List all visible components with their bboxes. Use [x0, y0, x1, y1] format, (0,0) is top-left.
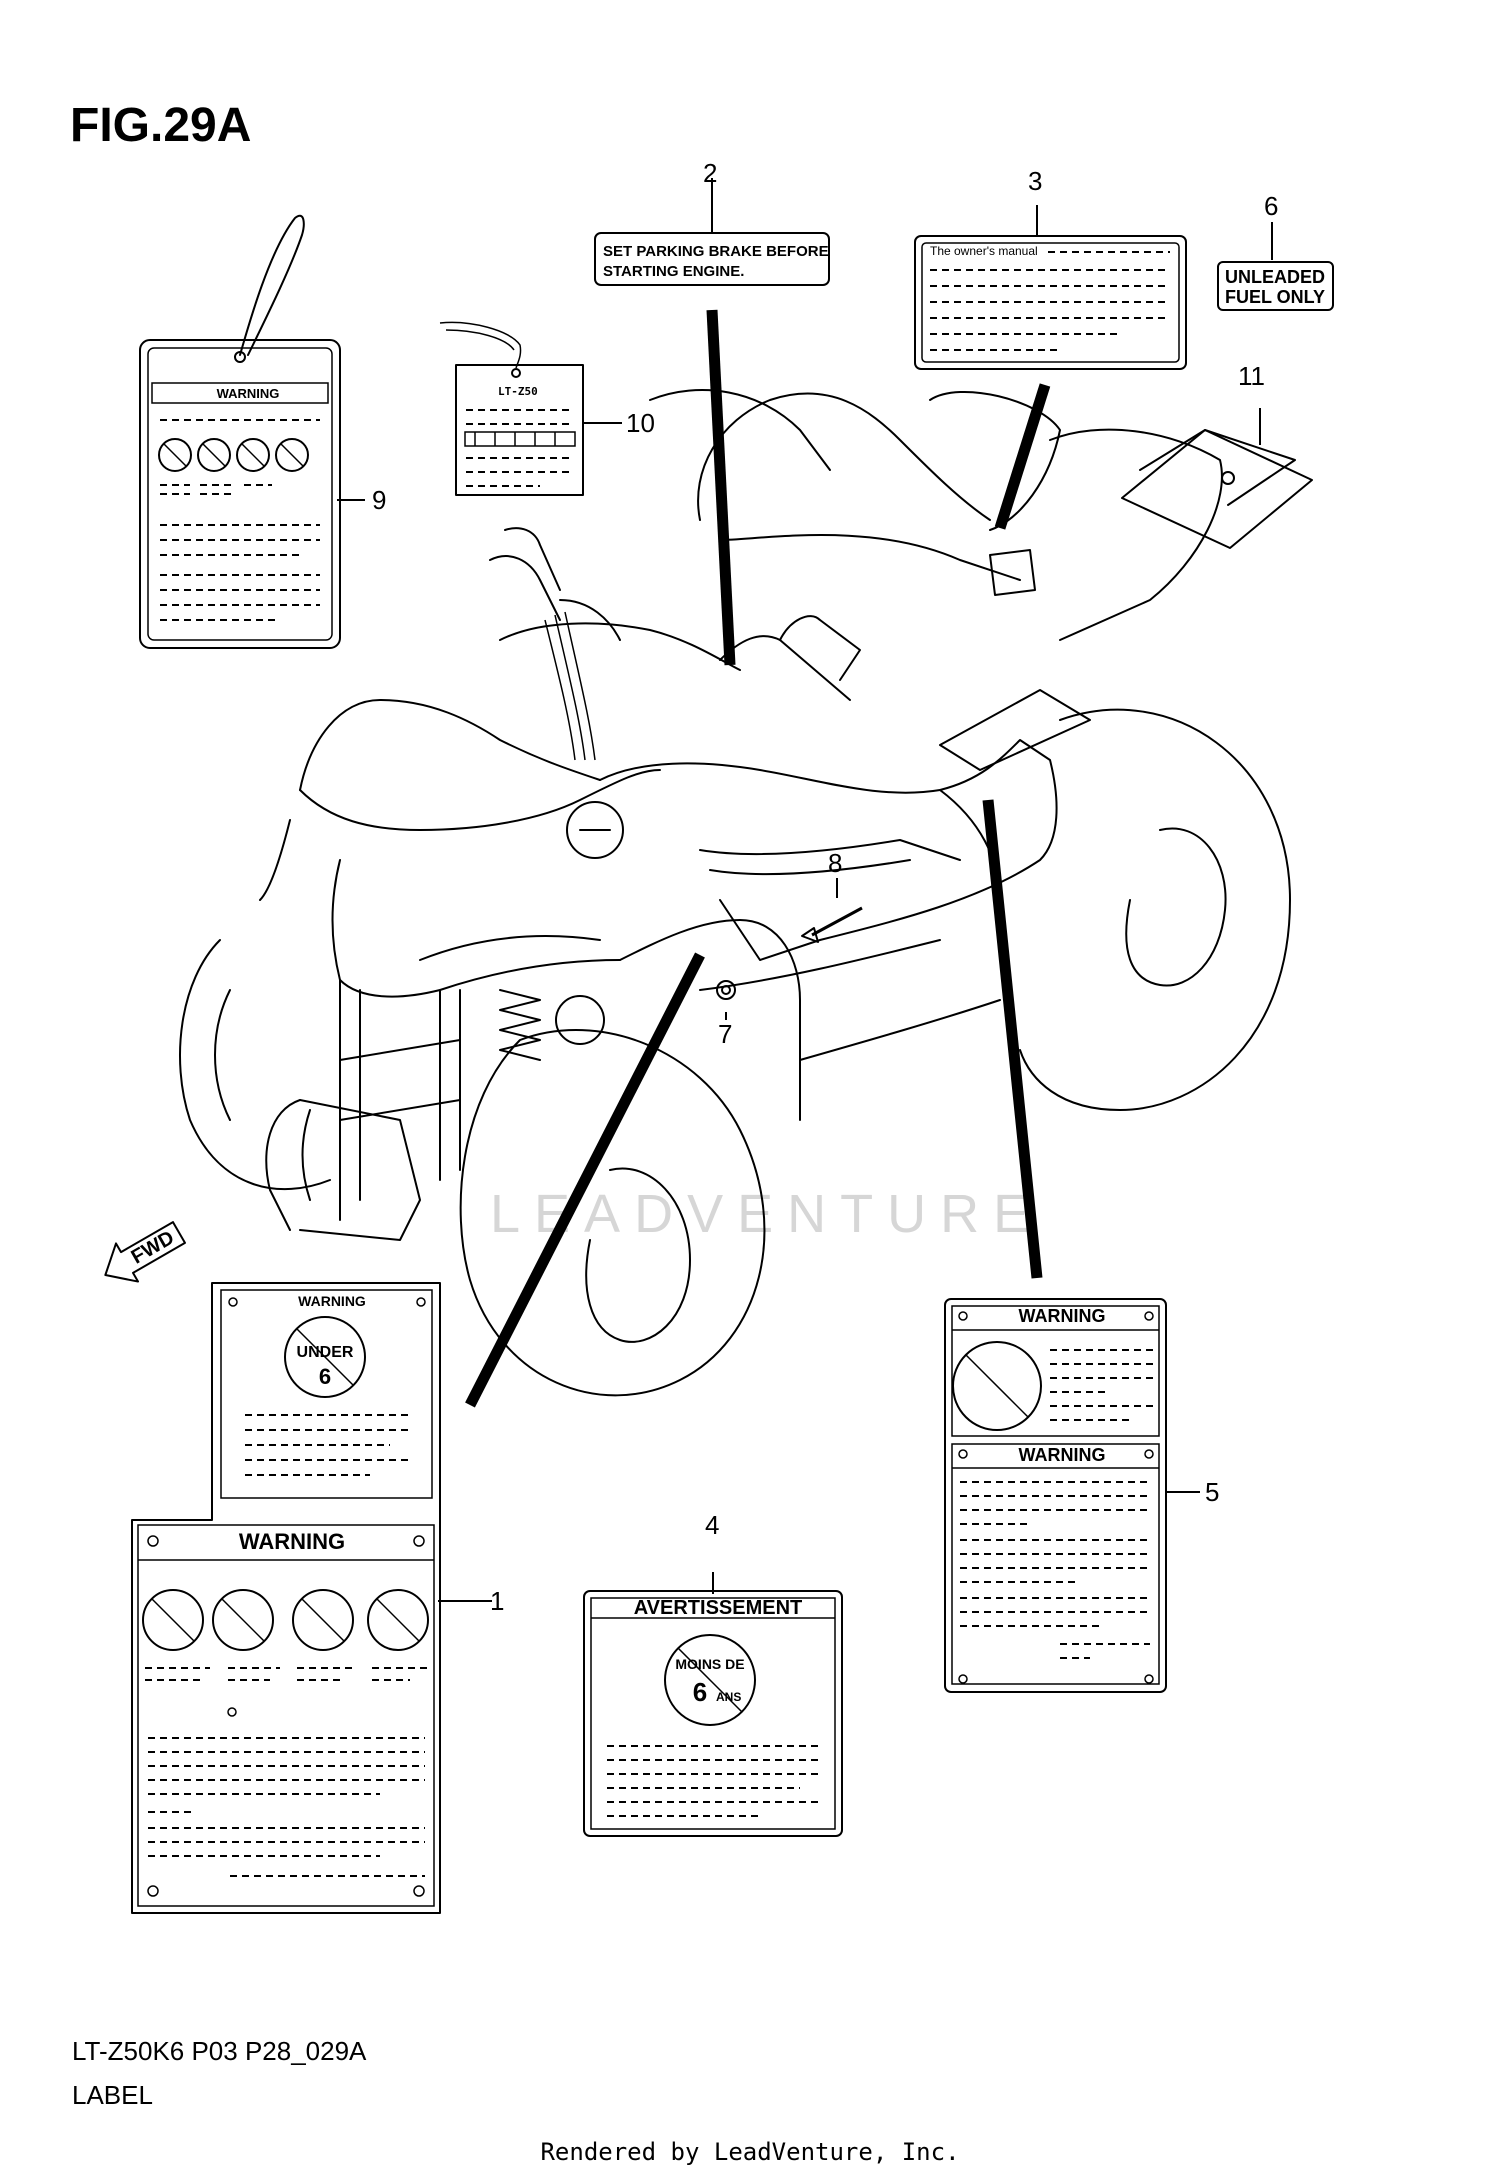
fwd-arrow: FWD	[104, 1221, 186, 1283]
callout-5: 5	[1205, 1477, 1219, 1507]
callout-11: 11	[1238, 361, 1265, 391]
avertissement-line-1: MOINS DE	[675, 1656, 744, 1672]
figure-title: FIG.29A	[70, 99, 252, 152]
avertissement-number: 6	[693, 1677, 707, 1707]
part-9-hang-tag: WARNING	[139, 214, 341, 649]
callout-6: 6	[1264, 191, 1278, 221]
callout-3: 3	[1028, 166, 1042, 196]
leader-lines	[337, 178, 1273, 1602]
callout-1: 1	[490, 1586, 504, 1616]
rendered-by-footer: Rendered by LeadVenture, Inc.	[540, 2138, 960, 2166]
under-number: 6	[319, 1364, 331, 1389]
model-code: LT-Z50K6 P03 P28_029A	[72, 2036, 367, 2066]
part-11-pouch	[1121, 429, 1313, 549]
tag-warning-header: WARNING	[217, 386, 280, 401]
under-text: UNDER	[297, 1344, 354, 1361]
avertissement-header: AVERTISSEMENT	[634, 1597, 803, 1619]
callout-numbers: 1 2 3 4 5 6 7 8 9 10 11	[372, 158, 1278, 1616]
section-a-warning-header: WARNING	[1019, 1306, 1106, 1326]
section-b-warning-header: WARNING	[1019, 1445, 1106, 1465]
section-name: LABEL	[72, 2080, 153, 2110]
fuel-line-1: UNLEADED	[1225, 267, 1325, 287]
label-5-warning-decal: WARNING WARNING	[944, 1298, 1167, 1693]
label-6-unleaded-fuel: UNLEADED FUEL ONLY	[1217, 261, 1334, 311]
label-2-parking-brake: SET PARKING BRAKE BEFORE STARTING ENGINE…	[594, 232, 830, 286]
main-warning-header: WARNING	[239, 1529, 345, 1554]
part-7-clip	[716, 980, 736, 1000]
callout-4: 4	[705, 1510, 719, 1540]
parking-line-1: SET PARKING BRAKE BEFORE	[603, 243, 829, 260]
under6-warning-header: WARNING	[298, 1293, 366, 1309]
fuel-line-2: FUEL ONLY	[1225, 287, 1325, 307]
label-1-warning-decal: WARNING UNDER 6 WARNING	[131, 1282, 441, 1914]
atv-illustration	[179, 389, 1291, 1397]
label-3-owners-manual: The owner's manual	[914, 235, 1187, 370]
tag-model: LT-Z50	[498, 385, 538, 398]
avertissement-unit: ANS	[716, 1690, 741, 1704]
label-4-avertissement: AVERTISSEMENT MOINS DE 6 ANS	[583, 1590, 843, 1837]
callout-10: 10	[626, 408, 655, 438]
callout-7: 7	[718, 1019, 732, 1049]
callout-2: 2	[703, 158, 717, 188]
parking-line-2: STARTING ENGINE.	[603, 263, 744, 280]
callout-9: 9	[372, 485, 386, 515]
manual-text: The owner's manual	[930, 244, 1038, 258]
callout-8: 8	[828, 848, 842, 878]
part-10-tag: LT-Z50	[439, 321, 584, 496]
part-8-rivet	[801, 906, 863, 943]
